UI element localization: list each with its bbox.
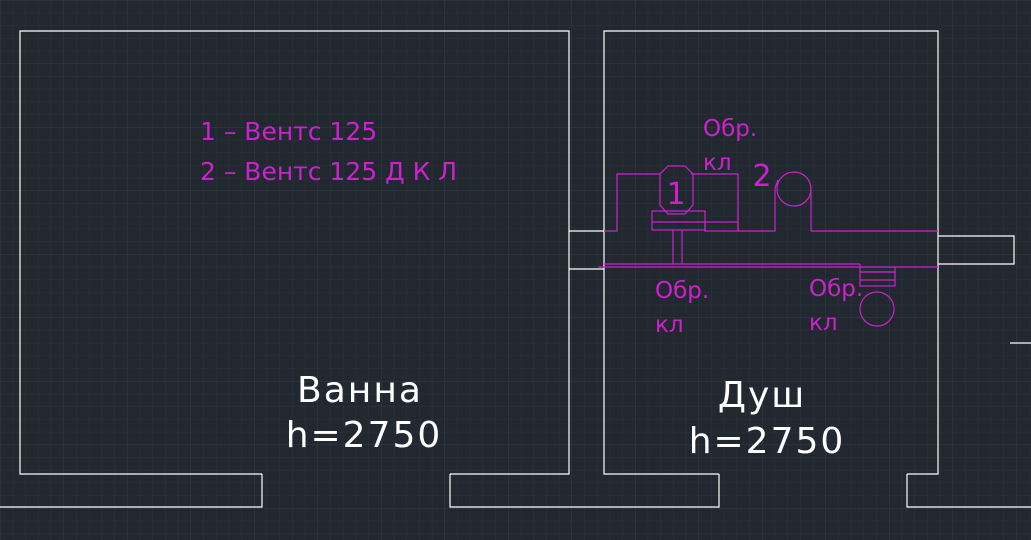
shower-wall-outline bbox=[603, 30, 939, 475]
valve-middle-line-1: Обр. bbox=[655, 278, 709, 304]
bath-room-height: h=2750 bbox=[286, 415, 443, 456]
bottom-wall-left bbox=[0, 474, 263, 508]
shower-room-name: Душ bbox=[718, 375, 806, 416]
duct-upper-line-right bbox=[691, 173, 779, 232]
valve-top-line-1: Обр. bbox=[703, 116, 757, 142]
right-duct-outlet bbox=[938, 235, 1015, 265]
ventilation-system bbox=[598, 165, 938, 327]
check-valve-right-box bbox=[859, 271, 896, 287]
valve-right-line-2: кл bbox=[809, 310, 838, 336]
walls bbox=[0, 30, 1031, 508]
duct-upper-line bbox=[604, 173, 660, 232]
valve-top-line-2: кл bbox=[703, 150, 732, 176]
legend-line-1: 1 – Вентс 125 bbox=[200, 117, 377, 146]
bath-room-name: Ванна bbox=[297, 370, 423, 411]
valve-right-line-1: Обр. bbox=[809, 276, 863, 302]
fan-2-circle bbox=[776, 171, 812, 207]
fan-1-housing bbox=[659, 165, 694, 215]
fan-1-side-box bbox=[704, 221, 739, 232]
valve-middle-line-2: кл bbox=[655, 312, 684, 338]
legend-line-2: 2 – Вентс 125 Д К Л bbox=[200, 157, 457, 186]
check-valve-right-circle bbox=[859, 291, 895, 327]
bath-wall-outline bbox=[19, 30, 570, 475]
fan-1-base bbox=[651, 210, 706, 231]
bottom-wall-right bbox=[906, 474, 1031, 508]
fan-1-label: 1 bbox=[666, 177, 685, 212]
shower-room-height: h=2750 bbox=[689, 421, 846, 462]
fan-2-label: 2 bbox=[752, 159, 771, 194]
bottom-wall-middle bbox=[449, 474, 720, 508]
